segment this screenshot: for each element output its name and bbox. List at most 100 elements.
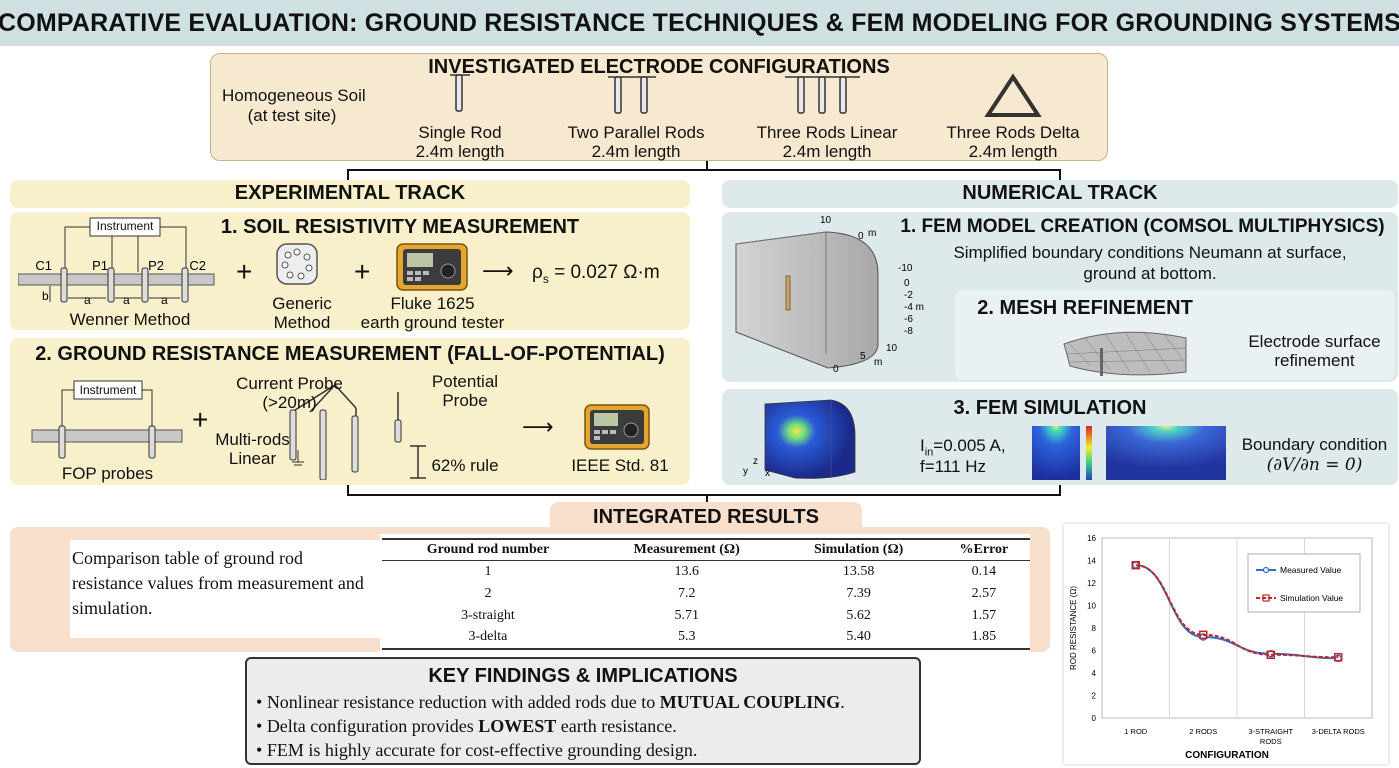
delta-triangle-icon bbox=[984, 73, 1042, 117]
probe-p1-label: P1 bbox=[92, 258, 108, 273]
axis-x: x bbox=[765, 468, 770, 479]
col-error: %Error bbox=[937, 538, 1030, 561]
y-tick-label: 10 bbox=[1087, 602, 1096, 611]
ground-strip bbox=[18, 273, 215, 286]
page-title: COMPARATIVE EVALUATION: GROUND RESISTANC… bbox=[0, 8, 1399, 37]
legend-marker bbox=[1262, 566, 1270, 574]
numerical-track-header-panel bbox=[722, 180, 1398, 208]
data-point bbox=[1199, 630, 1208, 640]
three-rods-linear-icon-b bbox=[818, 76, 826, 114]
key-findings-list: Nonlinear resistance reduction with adde… bbox=[256, 690, 916, 762]
x-tick-label: RODS bbox=[1260, 737, 1282, 746]
experimental-track-header: EXPERIMENTAL TRACK bbox=[234, 182, 466, 204]
electrode-configurations-header: INVESTIGATED ELECTRODE CONFIGURATIONS bbox=[428, 56, 890, 78]
plus-sign-1: + bbox=[236, 256, 253, 287]
arrow-to-ieee: ⟶ bbox=[522, 414, 554, 439]
probe-p2-label: P2 bbox=[148, 258, 164, 273]
instrument-label-1: Instrument bbox=[96, 219, 154, 233]
axis-tick: 0 bbox=[904, 278, 910, 289]
axis-tick: -10 bbox=[898, 263, 913, 274]
probe-c2-label: C2 bbox=[189, 258, 206, 273]
config-three-rods-delta: Three Rods Delta 2.4m length bbox=[946, 123, 1080, 161]
y-tick-label: 6 bbox=[1092, 647, 1097, 656]
axis-tick: -4 m bbox=[904, 302, 924, 313]
axis-z: z bbox=[753, 456, 758, 467]
fop-probes-label: FOP probes bbox=[61, 464, 154, 483]
boundary-condition-label: Boundary condition (∂V/∂n = 0) bbox=[1241, 435, 1388, 475]
axis-tick: m bbox=[868, 228, 876, 239]
numerical-track-header: NUMERICAL TRACK bbox=[962, 182, 1158, 204]
three-rods-linear-icon-a bbox=[797, 76, 805, 114]
list-item: Nonlinear resistance reduction with adde… bbox=[256, 690, 916, 714]
data-point bbox=[1334, 653, 1343, 662]
col-measurement: Measurement (Ω) bbox=[593, 538, 780, 561]
probe-c1-label: C1 bbox=[35, 258, 52, 273]
simulation-frequency: f=111 Hz bbox=[920, 457, 986, 476]
ieee-std-label: IEEE Std. 81 bbox=[571, 456, 669, 475]
axis-tick: -2 bbox=[904, 290, 913, 301]
y-tick-label: 2 bbox=[1092, 692, 1097, 701]
config-single-rod: Single Rod 2.4m length bbox=[415, 123, 505, 161]
fem-geometry-3d: 10 0 m -10 0 -2 -4 m -6 -8 10 5 m 0 bbox=[735, 215, 924, 374]
axis-tick: 0 bbox=[833, 364, 839, 374]
x-tick-label: 2 RODS bbox=[1189, 727, 1217, 736]
legend-box bbox=[1247, 553, 1361, 613]
axis-tick: 10 bbox=[886, 343, 898, 354]
fem-model-description: Simplified boundary conditions Neumann a… bbox=[953, 243, 1347, 283]
electrode-configurations-panel bbox=[210, 53, 1108, 161]
fluke-tester-icon bbox=[396, 243, 468, 291]
soil-resistivity-title: 1. SOIL RESISTIVITY MEASUREMENT bbox=[220, 216, 580, 238]
config-three-rods-linear: Three Rods Linear 2.4m length bbox=[756, 123, 898, 161]
three-rods-linear-icon-c bbox=[839, 76, 847, 114]
key-findings-header: KEY FINDINGS & IMPLICATIONS bbox=[428, 665, 738, 687]
spacing-a-1: a bbox=[84, 293, 91, 307]
x-tick-label: 3-STRAIGHT bbox=[1248, 727, 1293, 736]
results-table: Ground rod number Measurement (Ω) Simula… bbox=[382, 538, 1030, 650]
fall-of-potential-panel bbox=[10, 338, 690, 485]
col-ground-rod-number: Ground rod number bbox=[382, 538, 594, 561]
integrated-results-tab bbox=[550, 502, 862, 530]
axis-tick: -8 bbox=[904, 326, 913, 337]
y-tick-label: 12 bbox=[1087, 579, 1096, 588]
list-item: FEM is highly accurate for cost-effectiv… bbox=[256, 738, 916, 762]
y-tick-label: 16 bbox=[1087, 534, 1096, 543]
soil-resistivity-result: ρs = 0.027 Ω·m bbox=[532, 262, 660, 286]
table-header-row: Ground rod number Measurement (Ω) Simula… bbox=[382, 538, 1030, 561]
fem-simulation-title: 3. FEM SIMULATION bbox=[953, 397, 1147, 419]
y-tick-label: 8 bbox=[1092, 624, 1097, 633]
legend-label: Simulation Value bbox=[1280, 593, 1343, 603]
fluke-label: Fluke 1625 earth ground tester bbox=[360, 294, 505, 332]
fop-tester-icon bbox=[584, 404, 650, 450]
axis-tick: 5 bbox=[860, 351, 866, 362]
arrow-to-resistivity: ⟶ bbox=[482, 258, 514, 283]
mesh-image bbox=[1063, 331, 1187, 376]
list-item: Delta configuration provides LOWEST eart… bbox=[256, 714, 916, 738]
two-rods-icon-b bbox=[640, 76, 648, 114]
title-bar: COMPARATIVE EVALUATION: GROUND RESISTANC… bbox=[0, 0, 1399, 46]
axis-tick: -6 bbox=[904, 314, 913, 325]
fop-probes-diagram bbox=[31, 380, 183, 459]
wenner-method-label: Wenner Method bbox=[69, 310, 191, 329]
spacing-a-2: a bbox=[123, 293, 130, 307]
legend-marker bbox=[1262, 594, 1270, 602]
config-two-parallel-rods: Two Parallel Rods 2.4m length bbox=[567, 123, 705, 161]
potential-field-plot bbox=[1032, 426, 1092, 480]
axis-tick: 0 bbox=[858, 231, 864, 242]
y-tick-label: 14 bbox=[1087, 557, 1096, 566]
y-tick-label: 4 bbox=[1092, 669, 1097, 678]
experimental-track-header-panel bbox=[10, 180, 690, 208]
axis-tick: m bbox=[874, 357, 882, 368]
boundary-field-plot bbox=[1106, 426, 1226, 480]
multirods-linear-label: Multi-rods Linear bbox=[215, 430, 290, 468]
electrode-icons bbox=[450, 73, 1042, 117]
rule-label: 62% rule bbox=[431, 456, 499, 475]
fem-model-title: 1. FEM MODEL CREATION (COMSOL MULTIPHYSI… bbox=[900, 216, 1385, 237]
x-axis-label: CONFIGURATION bbox=[1185, 750, 1269, 761]
axis-y: y bbox=[743, 466, 748, 477]
axis-tick: 10 bbox=[820, 215, 832, 226]
